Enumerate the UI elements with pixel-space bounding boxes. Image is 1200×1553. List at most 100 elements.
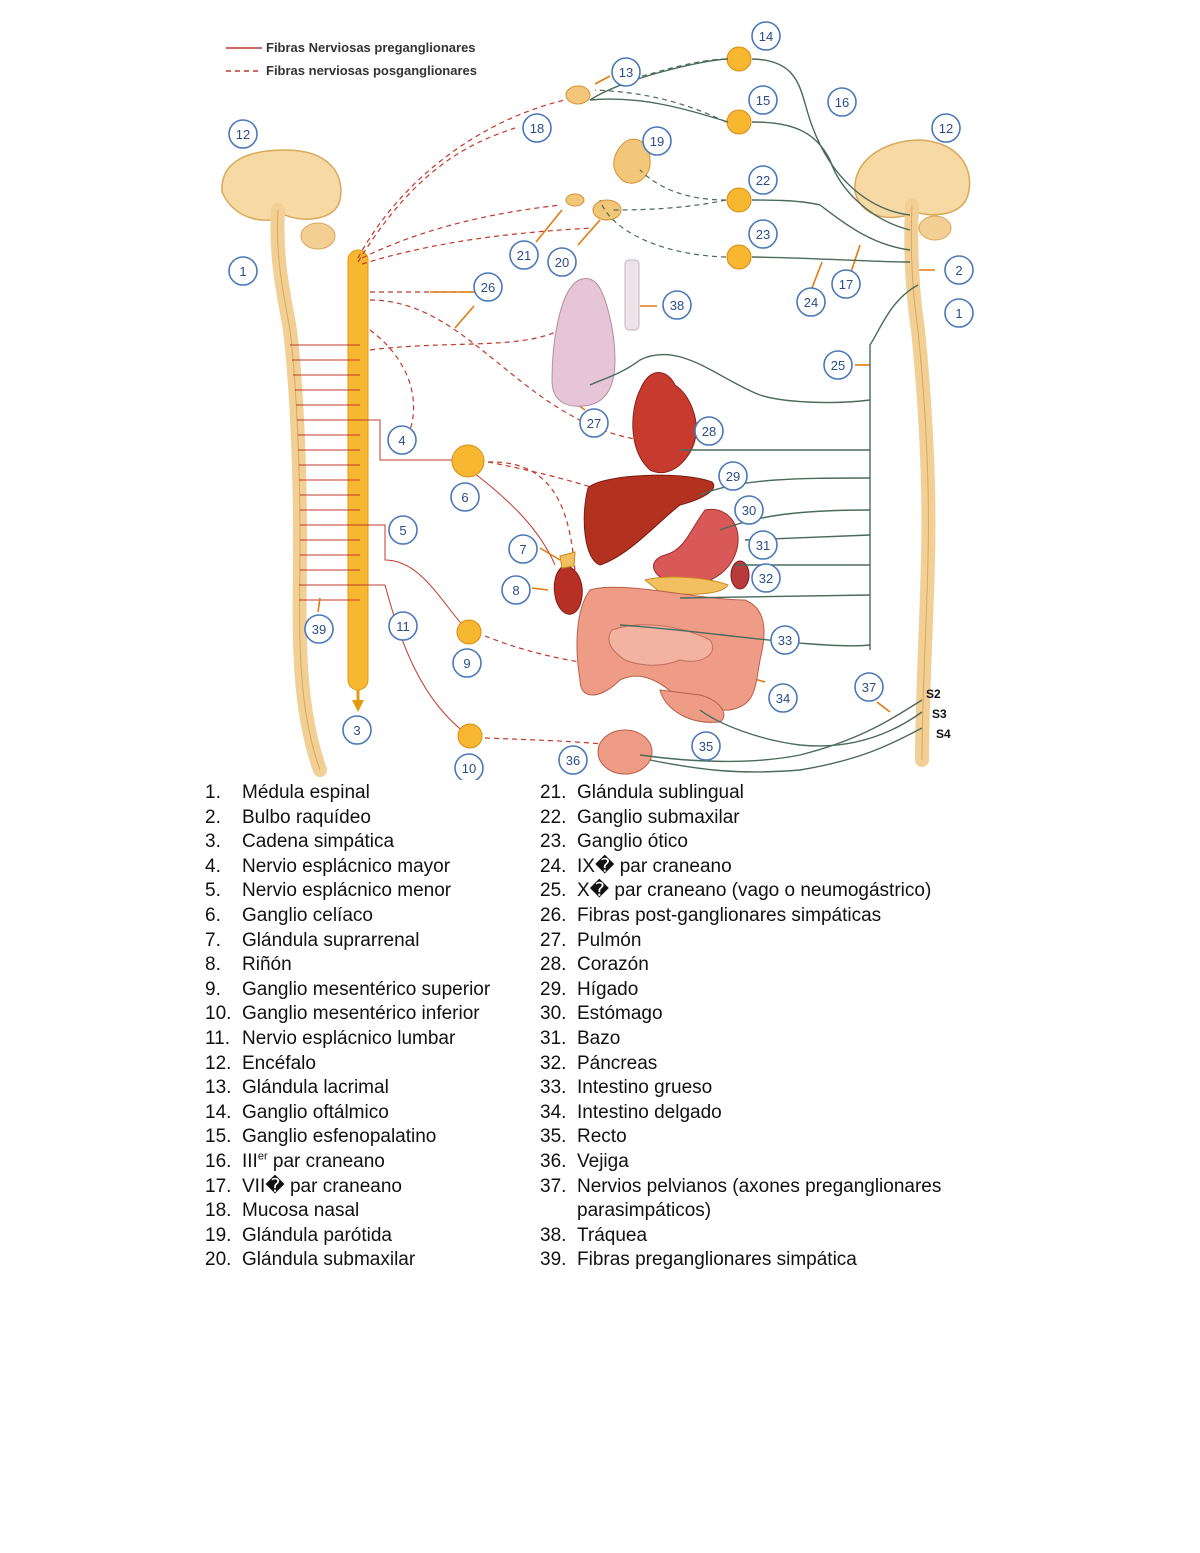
callout-35: 35 [691, 731, 721, 761]
svg-text:33: 33 [778, 633, 792, 648]
legend-item-number: 15. [205, 1126, 232, 1148]
bladder [597, 729, 653, 775]
legend-list-item: 14.Ganglio oftálmico [205, 1101, 505, 1126]
legend-item-number: 9. [205, 978, 221, 1000]
legend-item-text: X� par craneano (vago o neumogástrico) [577, 880, 932, 902]
legend-item-text: Médula espinal [242, 782, 370, 803]
callout-39: 39 [304, 614, 334, 644]
heart [632, 372, 697, 474]
legend-item-number: 8. [205, 954, 221, 976]
legend-list-item: 29.Hígado [540, 978, 1010, 1003]
legend-list-item: 22.Ganglio submaxilar [540, 806, 1010, 831]
legend-item-text: Intestino grueso [577, 1077, 713, 1099]
callout-10: 10 [454, 753, 484, 780]
legend-item-text: Riñón [242, 954, 292, 976]
legend-item-text: Glándula parótida [242, 1224, 392, 1246]
legend-item-text: Recto [577, 1126, 627, 1148]
legend-item-text: Glándula suprarrenal [242, 929, 420, 951]
post-to-sublingual [361, 204, 561, 259]
right-spinal-cord-outline [910, 204, 929, 761]
legend-item-text: Intestino delgado [577, 1101, 722, 1123]
callout-11: 11 [388, 611, 418, 641]
legend-item-number: 2. [205, 806, 221, 828]
legend-item-text: Estómago [577, 1003, 663, 1025]
legend-list-item: 4.Nervio esplácnico mayor [205, 855, 505, 880]
arrow-8 [531, 587, 549, 591]
legend-list-item: 26.Fibras post-ganglionares simpáticas [540, 904, 1010, 929]
legend-list-item: 3.Cadena simpática [205, 830, 505, 855]
legend-list-item: 36.Vejiga [540, 1150, 1010, 1175]
svg-text:3: 3 [353, 723, 360, 738]
legend-list-item: 27. Pulmón [540, 929, 1010, 954]
legend-list-item: 20.Glándula submaxilar [205, 1248, 505, 1273]
legend-item-text: Nervios pelvianos (axones preganglionare… [577, 1175, 942, 1222]
post-chain-down [369, 329, 415, 431]
chain-arrow [352, 700, 364, 712]
legend-list-item: 18.Mucosa nasal [205, 1199, 505, 1224]
legend-list-item: 7. Glándula suprarrenal [205, 929, 505, 954]
legend-item-number: 13. [205, 1077, 232, 1099]
legend-item-number: 14. [205, 1101, 232, 1123]
svg-text:22: 22 [756, 173, 770, 188]
legend-item-number: 29. [540, 978, 567, 1000]
legend-item-text: Encéfalo [242, 1052, 316, 1074]
pelvic-nerve-c [649, 727, 923, 773]
svg-text:1: 1 [239, 264, 246, 279]
arrow-13 [594, 75, 611, 85]
legend-list-item: 11.Nervio esplácnico lumbar [205, 1027, 505, 1052]
callout-22: 22 [748, 165, 778, 195]
legend-item-number: 7. [205, 929, 221, 951]
legend: Fibras Nerviosas preganglionares Fibras … [226, 40, 477, 78]
callout-8: 8 [501, 575, 531, 605]
callout-21: 21 [509, 240, 539, 270]
parasympathetic-dashed [594, 58, 727, 258]
callout-38: 38 [662, 290, 692, 320]
callout-15: 15 [748, 85, 778, 115]
svg-text:20: 20 [555, 255, 569, 270]
svg-text:7: 7 [519, 542, 526, 557]
small-intestine [608, 624, 713, 666]
callout-2: 2 [944, 255, 974, 285]
legend-item-number: 30. [540, 1003, 567, 1025]
legend-item-text: Vejiga [577, 1150, 629, 1172]
parasympathetic-lines [589, 58, 923, 773]
callout-6: 6 [450, 482, 480, 512]
liver [583, 474, 715, 566]
legend-item-number: 4. [205, 855, 221, 877]
legend-item-text: Pulmón [577, 929, 642, 951]
legend-item-number: 27. [540, 929, 567, 951]
arrow-21 [535, 209, 563, 243]
cn3-line [751, 58, 911, 216]
autonomic-nervous-system-diagram: Fibras Nerviosas preganglionares Fibras … [221, 21, 974, 780]
post-spheno [594, 89, 727, 123]
legend-item-number: 11. [205, 1027, 231, 1049]
legend-item-number: 34. [540, 1101, 567, 1123]
legend-item-text: Páncreas [577, 1052, 658, 1074]
lesser-splanchnic-nerve [360, 524, 466, 629]
svg-text:11: 11 [396, 619, 410, 634]
legend-list-item: 19.Glándula parótida [205, 1224, 505, 1249]
vagus-to-liver [699, 477, 871, 496]
legend-item-number: 35. [540, 1126, 567, 1148]
legend-list-item: 13.Glándula lacrimal [205, 1076, 505, 1101]
legend-item-text: Nervio esplácnico menor [242, 880, 452, 902]
legend-item-number: 3. [205, 831, 221, 853]
legend-list-item: 33. Intestino grueso [540, 1076, 1010, 1101]
superior-mesenteric-ganglion [456, 619, 482, 645]
svg-text:29: 29 [726, 469, 740, 484]
sphenopalatine-to-lacrimal [589, 98, 729, 123]
legend-item-text: Ganglio submaxilar [577, 806, 740, 828]
callout-32: 32 [751, 563, 781, 593]
legend-list-item: 28.Corazón [540, 953, 1010, 978]
legend-list-item: 34. Intestino delgado [540, 1101, 1010, 1126]
legend-item-number: 33. [540, 1077, 567, 1099]
callout-16: 16 [827, 87, 857, 117]
vagus-to-intestine [619, 624, 871, 647]
legend-item-number: 28. [540, 954, 567, 976]
adrenal-gland [559, 551, 576, 569]
legend-list-item: 39.Fibras preganglionares simpática [540, 1248, 1010, 1273]
right-brain [854, 139, 971, 219]
svg-text:36: 36 [566, 753, 580, 768]
post-otic [599, 199, 727, 258]
legend-item-superscript: er [257, 1150, 268, 1163]
